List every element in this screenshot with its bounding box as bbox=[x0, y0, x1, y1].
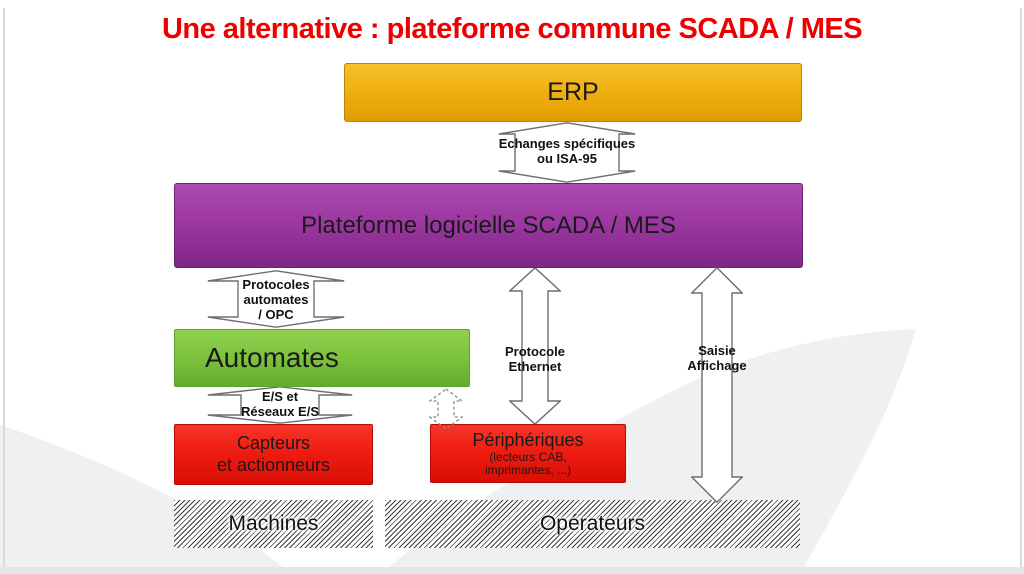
exchanges-label: Echanges spécifiques ou ISA-95 bbox=[497, 136, 637, 166]
slide-left-border bbox=[3, 8, 5, 568]
ethernet-label: Protocole Ethernet bbox=[465, 344, 605, 374]
peripheriques-box: Périphériques (lecteurs CAB, imprimantes… bbox=[430, 424, 626, 483]
protocols-label-line2: automates bbox=[243, 292, 309, 308]
ethernet-label-line2: Ethernet bbox=[508, 359, 562, 375]
ethernet-label-line1: Protocole bbox=[505, 344, 565, 359]
erp-label: ERP bbox=[547, 78, 599, 106]
es-label-line2: Réseaux E/S bbox=[240, 404, 320, 420]
automates-capteurs-double-arrow-icon bbox=[207, 386, 353, 424]
platform-box: Plateforme logicielle SCADA / MES bbox=[174, 183, 803, 268]
peripheriques-sub-line1: (lecteurs CAB, bbox=[489, 449, 567, 464]
es-label-line1: E/S et bbox=[261, 389, 299, 404]
protocols-label-line3: / OPC bbox=[258, 307, 294, 323]
slide-title: Une alternative : plateforme commune SCA… bbox=[161, 13, 863, 45]
capteurs-box: Capteurs et actionneurs bbox=[174, 424, 373, 485]
slide-right-border bbox=[1020, 8, 1022, 568]
exchanges-label-line1: Echanges spécifiques bbox=[498, 136, 636, 151]
saisie-label-line1: Saisie bbox=[698, 343, 736, 358]
platform-automates-double-arrow-icon bbox=[207, 270, 345, 328]
platform-label: Plateforme logicielle SCADA / MES bbox=[301, 211, 676, 239]
peripheriques-sub-line2: imprimantes, ...) bbox=[484, 462, 571, 477]
machines-zone: Machines bbox=[174, 500, 373, 548]
exchanges-label-line2: ou ISA-95 bbox=[537, 151, 597, 167]
automates-box: Automates bbox=[174, 329, 470, 387]
operateurs-label: Opérateurs bbox=[539, 512, 646, 535]
protocols-label: Protocoles automates / OPC bbox=[206, 277, 346, 322]
operateurs-zone: Opérateurs bbox=[385, 500, 800, 548]
erp-platform-double-arrow-icon bbox=[498, 122, 636, 183]
saisie-label: Saisie Affichage bbox=[647, 343, 787, 373]
erp-box: ERP bbox=[344, 63, 802, 122]
es-label: E/S et Réseaux E/S bbox=[207, 389, 353, 419]
peripheriques-title: Périphériques bbox=[472, 429, 584, 450]
capteurs-label-line2: et actionneurs bbox=[216, 454, 331, 475]
automates-peripheriques-dashed-double-arrow-icon bbox=[429, 388, 463, 430]
saisie-label-line2: Affichage bbox=[687, 358, 747, 374]
slide-bottom-border bbox=[0, 567, 1024, 574]
automates-label: Automates bbox=[205, 342, 339, 373]
machines-label: Machines bbox=[228, 512, 319, 535]
capteurs-label-line1: Capteurs bbox=[236, 432, 311, 453]
protocols-label-line1: Protocoles bbox=[242, 277, 310, 292]
saisie-affichage-double-arrow-icon bbox=[691, 267, 743, 503]
